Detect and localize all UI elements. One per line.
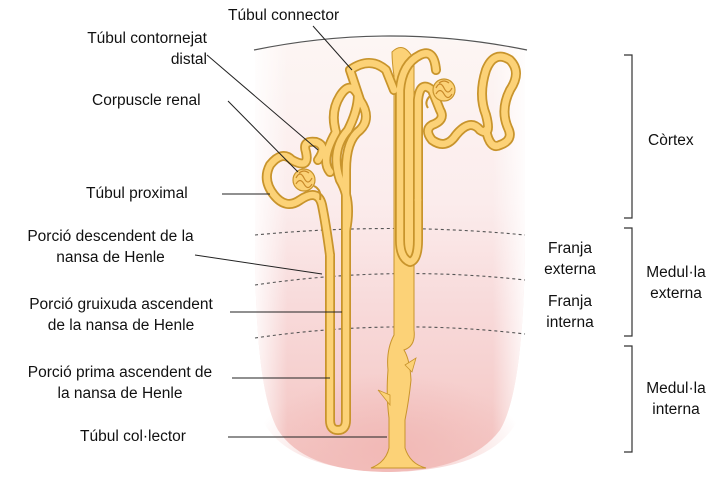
zone-cortex: Còrtex	[648, 130, 694, 151]
label-tubul-connector: Túbul connector	[228, 5, 339, 26]
bracket-medulla-interna	[624, 346, 632, 452]
label-tubul-collector: Túbul col·lector	[80, 426, 186, 447]
bracket-medulla-externa	[624, 228, 632, 336]
label-tubul-proximal: Túbul proximal	[86, 183, 188, 204]
label-porcio-prima: Porció prima ascendent de la nansa de He…	[8, 362, 232, 404]
bracket-cortex	[624, 55, 632, 218]
label-porcio-gruixuda: Porció gruixuda ascendent de la nansa de…	[8, 294, 234, 336]
label-porcio-descendent: Porció descendent de la nansa de Henle	[8, 226, 213, 268]
label-corpuscle-renal: Corpuscle renal	[92, 90, 201, 111]
zone-franja-interna: Franja interna	[530, 291, 610, 333]
zone-franja-externa: Franja externa	[530, 238, 610, 280]
zone-medulla-externa: Medul·la externa	[636, 262, 716, 304]
label-tubul-contornejat-distal: Túbul contornejat distal	[60, 28, 207, 70]
zone-brackets	[624, 55, 632, 452]
zone-medulla-interna: Medul·la interna	[636, 378, 716, 420]
